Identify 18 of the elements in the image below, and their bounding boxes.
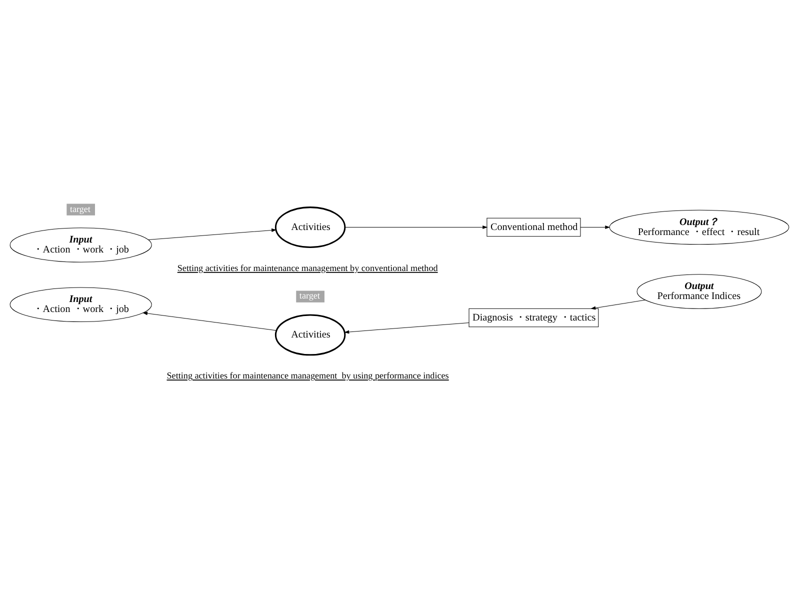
node-box: Diagnosis ・strategy ・tactics (468, 308, 599, 328)
node-box: target (66, 204, 95, 216)
arrow (142, 312, 277, 331)
label: Setting activities for maintenance management by using performance indices (166, 370, 449, 381)
node-box: Conventional method (486, 218, 581, 237)
node-ellipse: Activities (274, 314, 346, 356)
label: Setting activities for maintenance management by conventional method (177, 262, 438, 273)
node-box: target (296, 290, 324, 302)
node-ellipse: Input ・Action ・work ・job (10, 287, 152, 322)
node-ellipse: Output？ Performance ・effect ・result (609, 210, 790, 245)
arrow (590, 300, 646, 310)
arrow (344, 226, 488, 230)
arrow (148, 228, 277, 240)
node-ellipse: Activities (274, 206, 346, 248)
arrow (344, 322, 470, 334)
arrow (580, 226, 610, 230)
node-ellipse: Output Performance Indices (636, 274, 762, 309)
node-ellipse: Input ・Action ・work ・job (10, 228, 152, 262)
